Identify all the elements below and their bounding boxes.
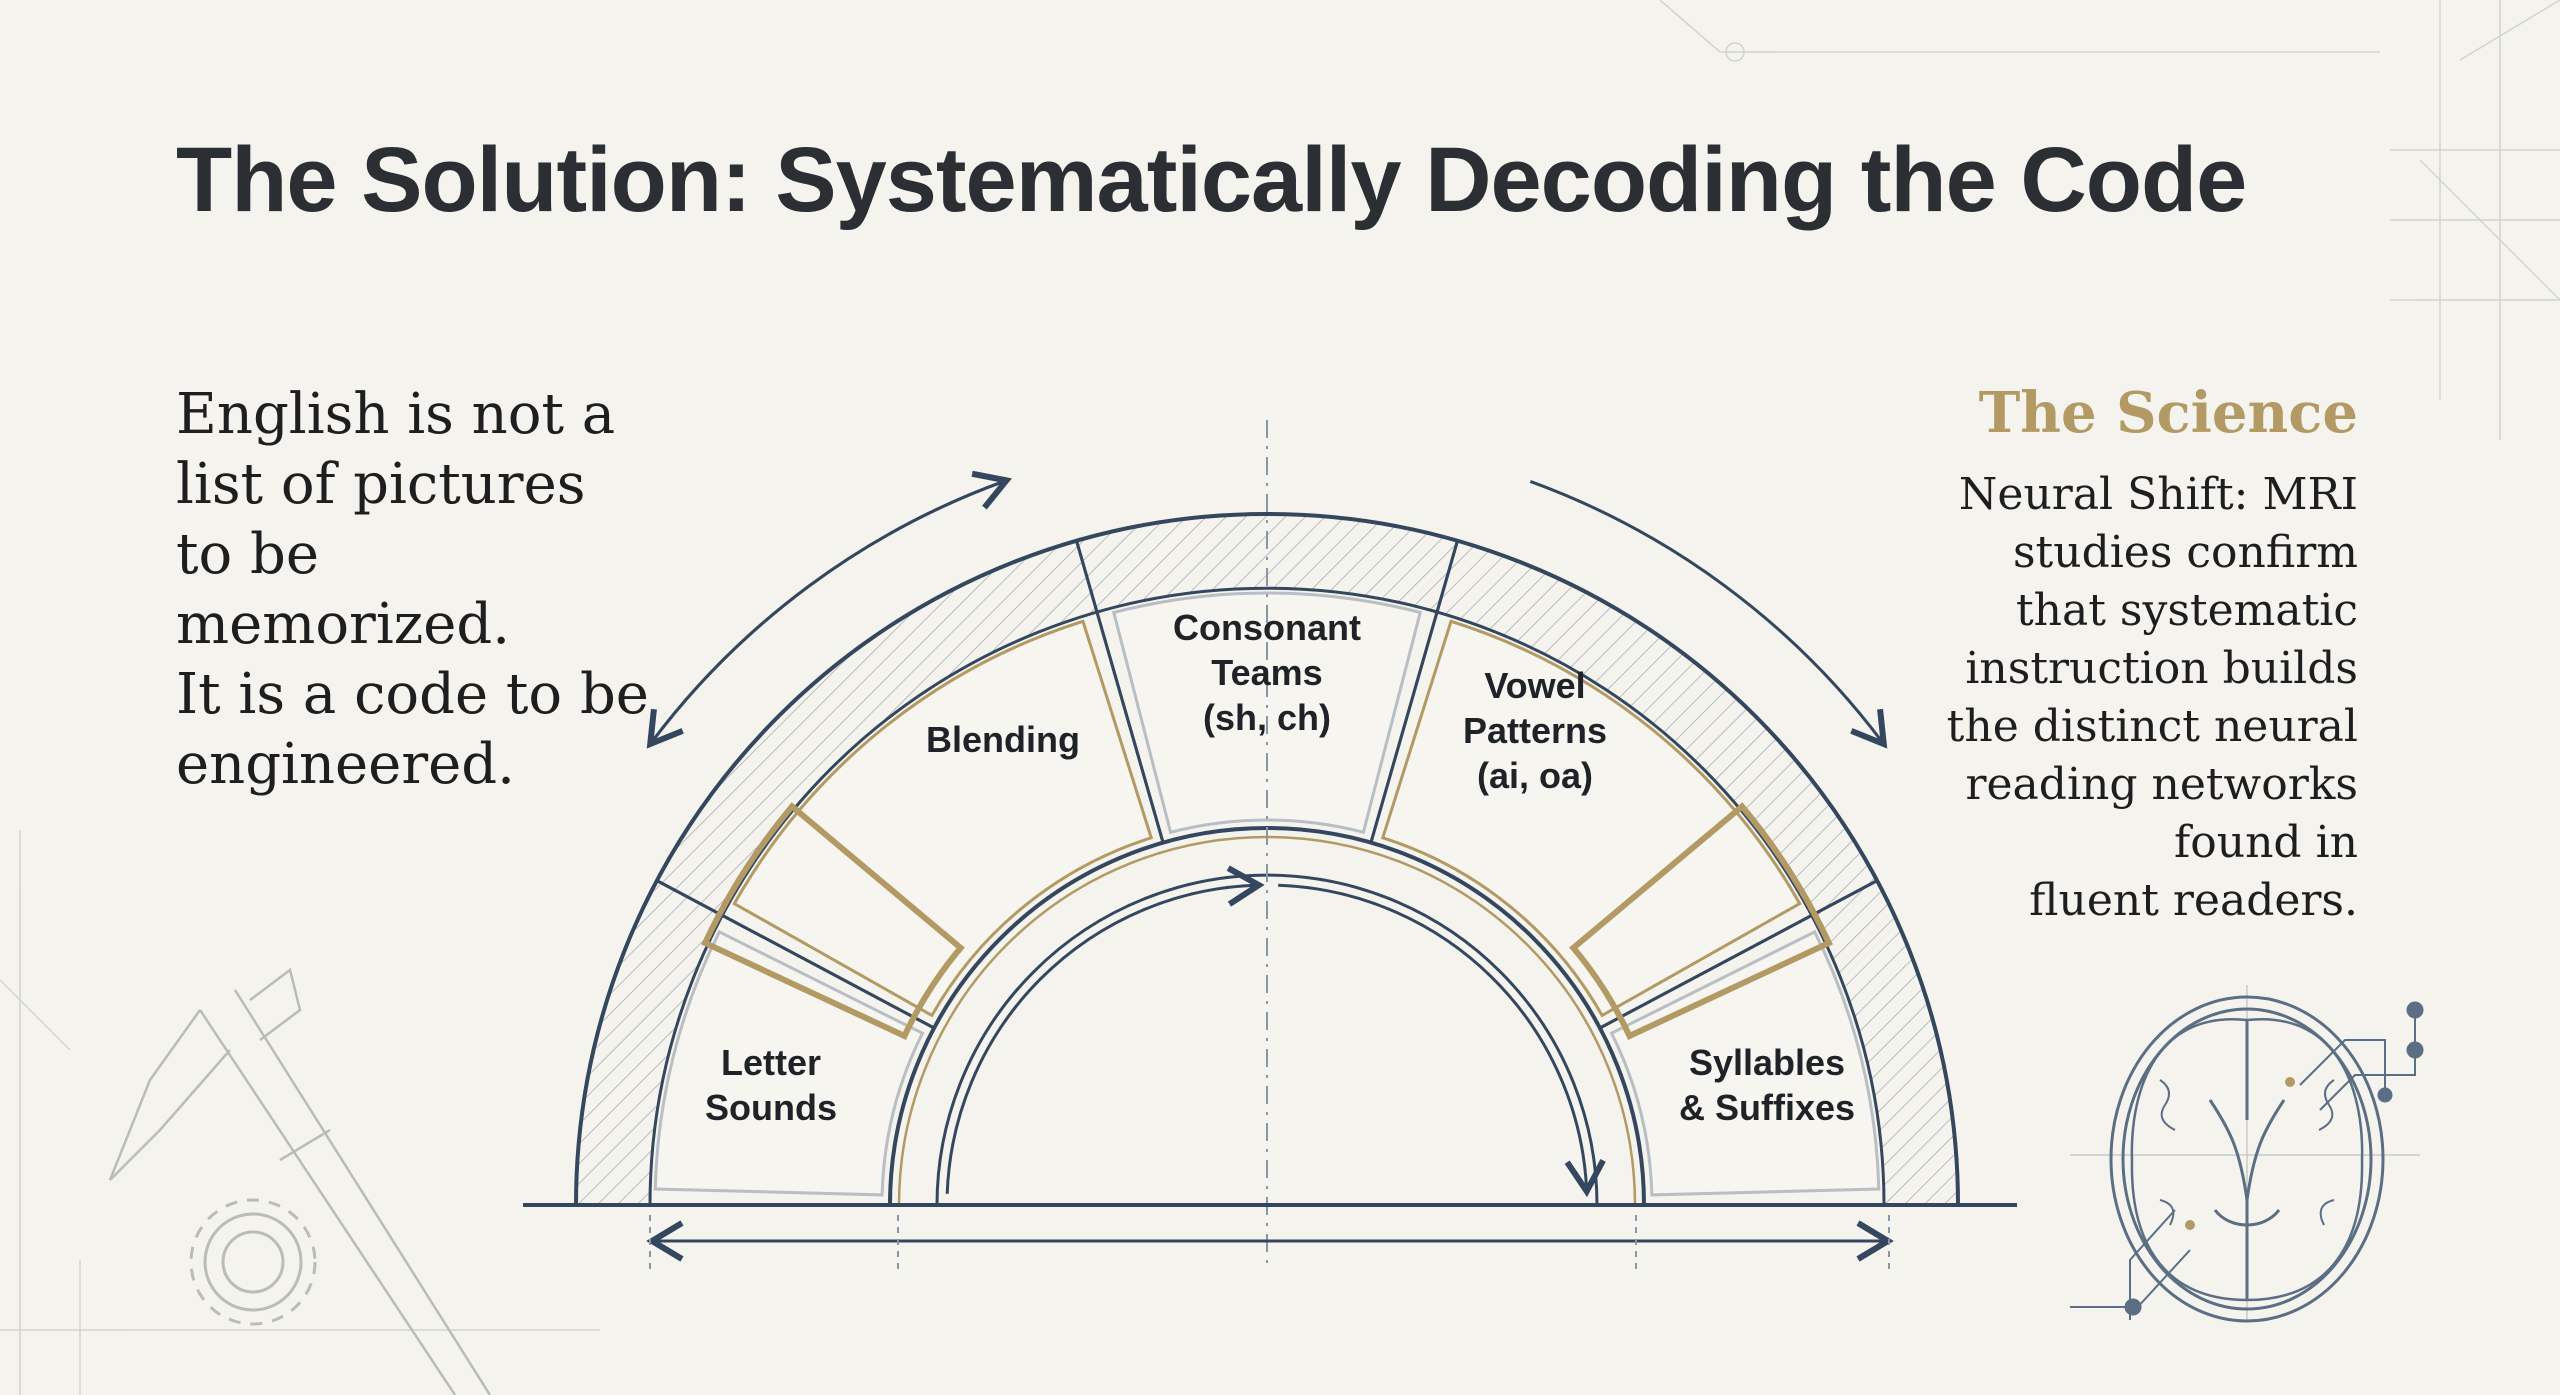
caliper-icon [108, 967, 492, 1395]
segment-label: Syllables [1689, 1042, 1845, 1083]
puzzle-piece-gold-right [1569, 802, 1833, 1040]
segment-piece [1609, 929, 1881, 1197]
brain-scan-icon [2070, 985, 2424, 1323]
science-line: that systematic [2015, 585, 2358, 636]
segment-piece [1111, 591, 1423, 835]
science-line: fluent readers. [2029, 875, 2358, 926]
science-line: the distinct neural [1946, 701, 2358, 752]
segment-label: Letter [721, 1042, 821, 1083]
science-line: Neural Shift: MRI [1958, 469, 2358, 520]
segment-label: Consonant [1173, 607, 1361, 648]
segment-label: Patterns [1463, 710, 1607, 751]
page-title: The Solution: Systematically Decoding th… [176, 129, 2247, 231]
lead-line: to be [176, 522, 320, 587]
lead-line: list of pictures [176, 452, 586, 517]
lead-line: memorized. [176, 592, 511, 657]
puzzle-piece-gold-left [701, 802, 965, 1040]
inner-arrow-right [1278, 883, 1606, 1198]
segment-label: Blending [926, 719, 1080, 760]
segment-piece [653, 929, 925, 1197]
gear-icon [189, 1198, 317, 1326]
segment-label: (sh, ch) [1203, 697, 1331, 738]
science-line: instruction builds [1965, 643, 2358, 694]
segment-label: & Suffixes [1679, 1087, 1855, 1128]
lead-line: English is not a [176, 382, 616, 447]
outer-arrow-right [1529, 480, 1888, 749]
lead-line: engineered. [176, 732, 515, 797]
inner-arrow-left [945, 865, 1265, 1194]
outer-arrow-left-head [650, 470, 1012, 743]
segment-label: Vowel [1484, 665, 1585, 706]
segment-label: (ai, oa) [1477, 755, 1593, 796]
lead-line: It is a code to be [176, 662, 649, 727]
segment-label: Teams [1211, 652, 1322, 693]
segment-piece [1380, 619, 1802, 1018]
band-arc [648, 586, 1886, 1206]
science-body: Neural Shift: MRI studies confirm that s… [1947, 466, 2358, 930]
science-line: studies confirm [2012, 527, 2358, 578]
segment-piece [732, 619, 1154, 1018]
hatched-band [576, 514, 1958, 1205]
science-line: found in [2173, 817, 2358, 868]
segment-label: Sounds [705, 1087, 837, 1128]
science-line: reading networks [1965, 759, 2358, 810]
arch [523, 420, 2017, 1270]
lead-statement: English is not a list of pictures to be … [176, 380, 649, 800]
science-heading: The Science [1978, 380, 2358, 446]
